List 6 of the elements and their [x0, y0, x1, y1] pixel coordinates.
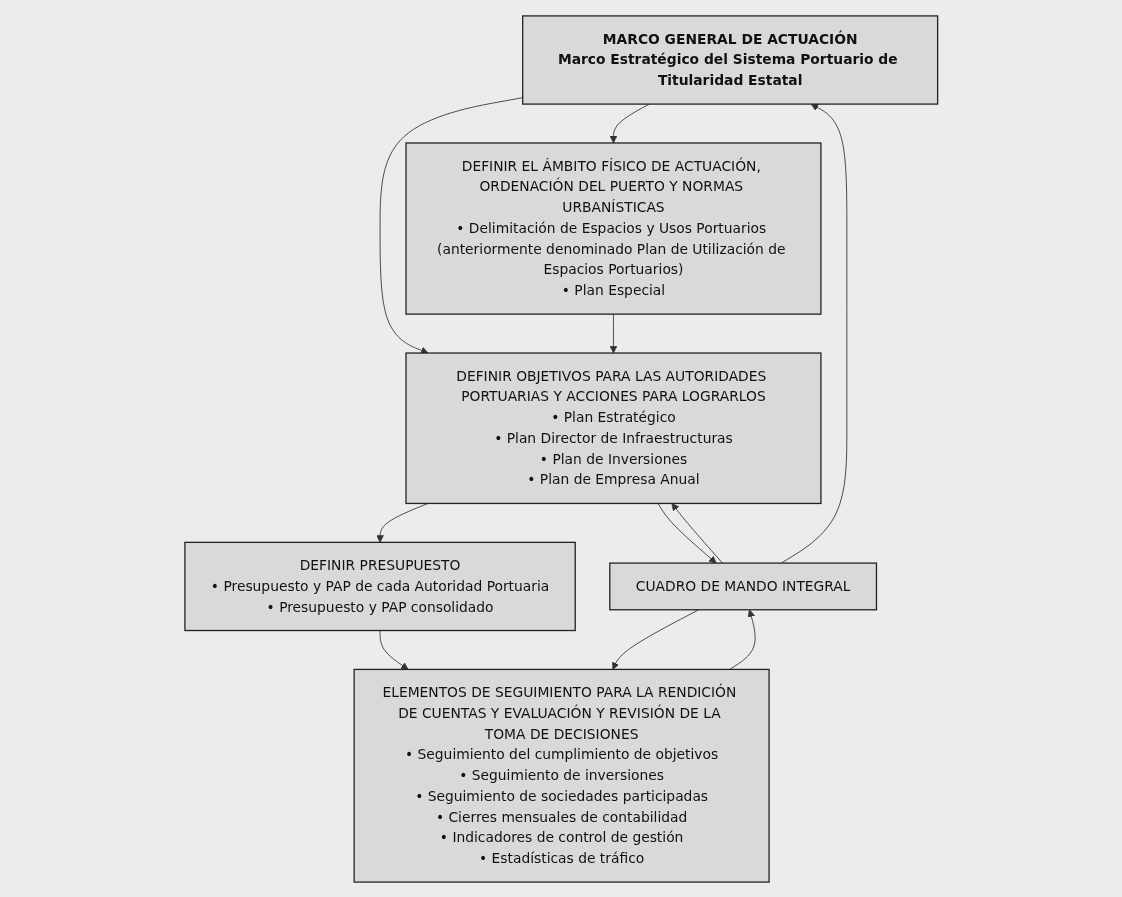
node-box: ELEMENTOS DE SEGUIMIENTO PARA LA RENDICIÓN DE CUENTAS Y EVALUACIÓN Y REVISIÓN DE LA TOMA DE DECISIONES • Seguimiento del cumplimiento de objetivos • Seguimiento de inversiones • Seguimiento de sociedades participadas • Cierres mensuales de contabilidad • Indicadores de control de gestión • Estadísticas de tráfico — [353, 668, 770, 883]
node-box: DEFINIR EL ÁMBITO FÍSICO DE ACTUACIÓN, ORDENACIÓN DEL PUERTO Y NORMAS URBANÍSTICAS • Delimitación de Espacios y Usos Portuarios (anteriormente denominado Plan de Utilización de Espacios Portuarios) • Plan Especial — [405, 141, 822, 315]
node-box: CUADRO DE MANDO INTEGRAL — [608, 561, 877, 610]
node-box: MARCO GENERAL DE ACTUACIÓN Marco Estratégico del Sistema Portuario de Titularidad Estatal — [521, 14, 938, 105]
node-box: DEFINIR OBJETIVOS PARA LAS AUTORIDADES PORTUARIAS Y ACCIONES PARA LOGRARLOS • Plan Estratégico • Plan Director de Infraestructuras • Plan de Inversiones • Plan de Empresa Anual — [405, 351, 822, 504]
node-box: DEFINIR PRESUPUESTO • Presupuesto y PAP de cada Autoridad Portuaria • Presupuesto y PAP consolidado — [184, 541, 576, 631]
